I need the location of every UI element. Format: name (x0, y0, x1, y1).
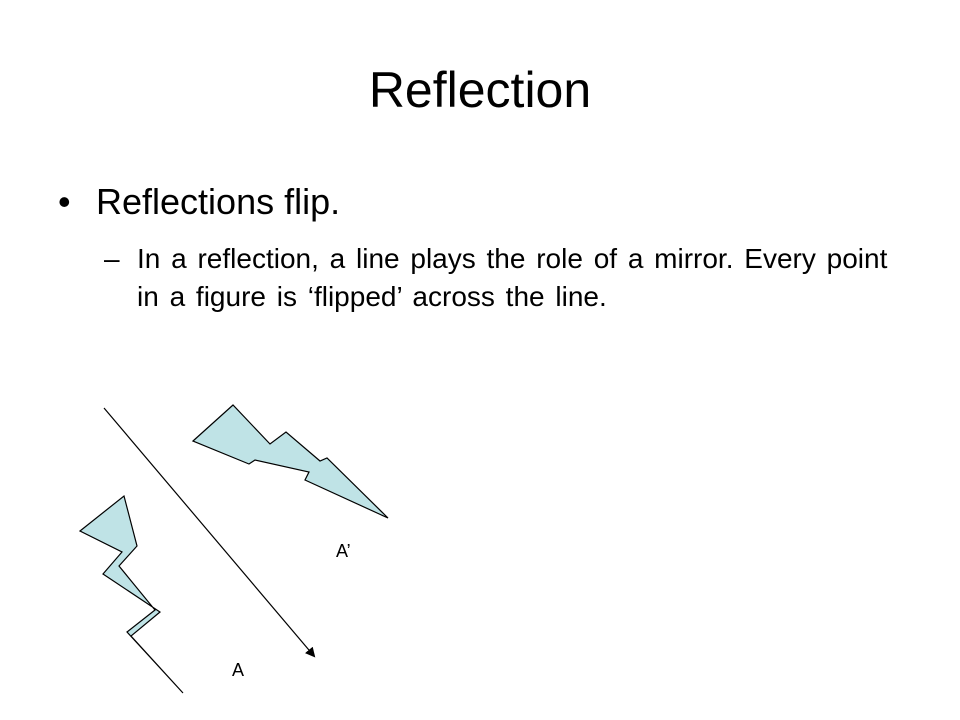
bullet-text: Reflections flip. (96, 181, 341, 222)
sub-bullet-marker: – (104, 243, 120, 274)
original-label: A (232, 660, 244, 680)
mirror-line (103, 407, 316, 658)
sub-bullet-item: – In a reflection, a line plays the role… (104, 240, 894, 316)
bullet-item: • Reflections flip. (58, 176, 918, 228)
bullet-marker: • (58, 181, 71, 222)
original-figure (78, 494, 184, 694)
sub-bullet-text: In a reflection, a line plays the role o… (137, 243, 888, 312)
reflected-figure (191, 404, 389, 519)
slide-title: Reflection (368, 62, 592, 118)
reflection-diagram: A’ A (78, 404, 389, 694)
image-label: A’ (336, 541, 351, 561)
